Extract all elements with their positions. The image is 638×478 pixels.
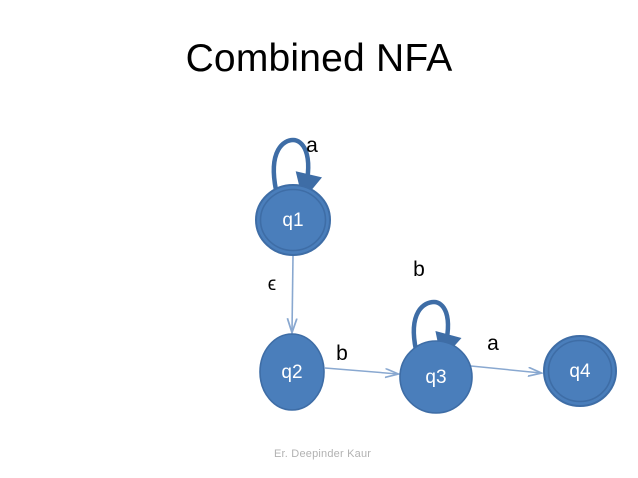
edge-q3-q4 <box>470 365 541 373</box>
transition-label-q2-q3-b: b <box>336 342 348 365</box>
transition-label-q1-self-a: a <box>306 134 318 157</box>
state-q3[interactable] <box>399 340 473 414</box>
state-q1[interactable] <box>255 184 331 256</box>
state-q2-ring <box>259 333 325 411</box>
edge-q1-q2 <box>292 255 293 332</box>
self-loop-q1 <box>271 137 322 201</box>
state-q1-inner-ring <box>259 188 327 252</box>
state-q4-inner-ring <box>547 339 613 403</box>
transition-label-q1-q2-epsilon: ϵ <box>267 274 277 295</box>
state-q2[interactable] <box>259 333 325 411</box>
self-loop-q3 <box>411 299 462 361</box>
footer-attribution: Er. Deepinder Kaur <box>274 448 372 460</box>
page-title: Combined NFA <box>185 37 453 80</box>
state-q4[interactable] <box>543 335 617 407</box>
transition-label-q3-q4-a: a <box>487 332 499 355</box>
state-q3-ring <box>399 340 473 414</box>
transition-label-q3-self-b: b <box>413 258 425 281</box>
edge-q2-q3 <box>324 367 398 374</box>
